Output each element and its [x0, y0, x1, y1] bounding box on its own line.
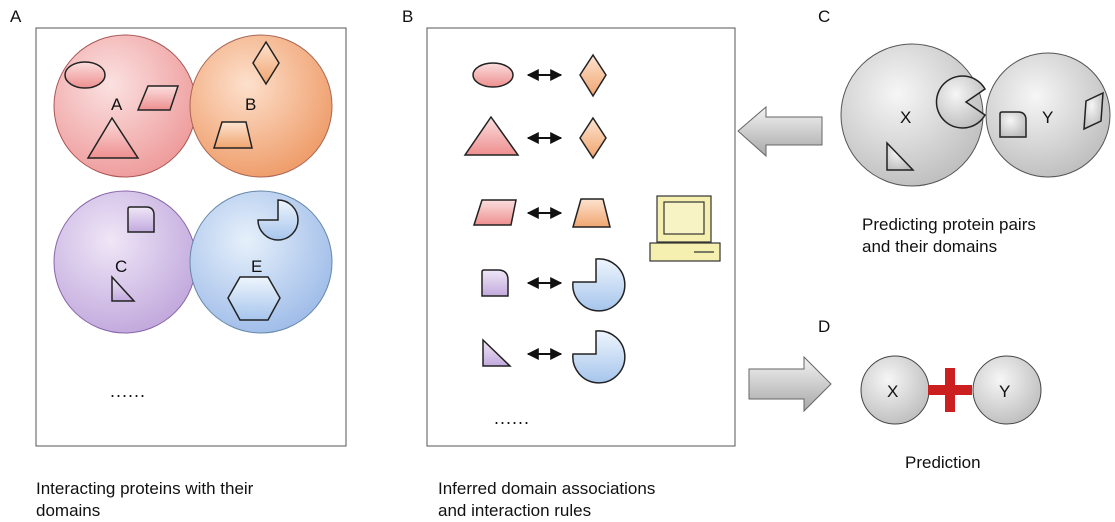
- panel-a-letter: A: [10, 7, 22, 26]
- rule-row-3: [472, 198, 611, 228]
- pacman-domain-icon: [935, 75, 986, 129]
- protein-e: [189, 190, 333, 334]
- protein-b: [189, 34, 333, 178]
- panel-d-caption-line: Prediction: [905, 453, 981, 472]
- panel-c-caption: Predicting protein pairs and their domai…: [862, 214, 1036, 258]
- panel-b-caption-line-2: and interaction rules: [438, 501, 592, 520]
- parallelogram-domain-icon: [1083, 91, 1104, 131]
- protein-a-label: A: [111, 95, 123, 114]
- diamond-domain-icon: [579, 116, 607, 160]
- panel-d-caption: Prediction: [905, 452, 981, 474]
- trapezoid-domain-icon: [212, 121, 253, 149]
- query-protein-y: [985, 52, 1111, 178]
- block-arrow-right-icon: [748, 355, 832, 413]
- plus-icon: [928, 368, 972, 412]
- rule-row-4: [481, 258, 626, 312]
- protein-b-label: B: [245, 95, 256, 114]
- protein-c: [53, 190, 197, 334]
- pacman-domain-icon: [572, 258, 626, 312]
- pacman-domain-icon: [572, 330, 626, 384]
- rounded-square-domain-icon: [999, 111, 1027, 138]
- parallelogram-domain-icon: [136, 85, 180, 111]
- pacman-domain-icon: [257, 199, 299, 241]
- query-protein-y-label: Y: [1042, 108, 1053, 127]
- parallelogram-domain-icon: [472, 199, 517, 226]
- triangle-domain-icon: [86, 116, 140, 159]
- ellipse-domain-icon: [64, 61, 106, 89]
- panel-b-ellipsis: ......: [494, 408, 530, 428]
- right-triangle-domain-icon: [482, 338, 512, 367]
- query-protein-x: [840, 43, 986, 187]
- panel-c-caption-line-1: Predicting protein pairs: [862, 215, 1036, 234]
- query-protein-x-label: X: [900, 108, 911, 127]
- rounded-square-domain-icon: [481, 269, 509, 297]
- prediction-protein-y: [972, 355, 1042, 425]
- panel-a-caption: Interacting proteins with their domains: [36, 478, 253, 522]
- rule-row-5: [482, 330, 626, 384]
- rounded-square-domain-icon: [127, 206, 155, 233]
- rule-row-2: [463, 115, 607, 160]
- panel-b-caption: Inferred domain associations and interac…: [438, 478, 655, 522]
- hexagon-domain-icon: [227, 276, 281, 321]
- computer-icon: [649, 195, 721, 262]
- diamond-domain-icon: [252, 40, 280, 86]
- ellipse-domain-icon: [472, 62, 514, 88]
- block-arrow-left-icon: [737, 105, 823, 158]
- panel-a-ellipsis: ......: [110, 381, 146, 401]
- right-triangle-domain-icon: [886, 141, 915, 171]
- trapezoid-domain-icon: [572, 198, 611, 228]
- rule-row-1: [472, 53, 607, 98]
- panel-d-letter: D: [818, 317, 830, 336]
- panel-b-letter: B: [402, 7, 413, 26]
- protein-a: [53, 34, 197, 178]
- panel-a-caption-line-1: Interacting proteins with their: [36, 479, 254, 498]
- diamond-domain-icon: [579, 53, 607, 98]
- prediction-protein-x-label: X: [887, 382, 898, 401]
- right-triangle-domain-icon: [111, 275, 136, 302]
- panel-c-letter: C: [818, 7, 830, 26]
- panel-b-caption-line-1: Inferred domain associations: [438, 479, 656, 498]
- protein-e-label: E: [251, 257, 262, 276]
- protein-c-label: C: [115, 257, 127, 276]
- prediction-protein-y-label: Y: [999, 382, 1010, 401]
- triangle-domain-icon: [463, 115, 520, 156]
- panel-c-caption-line-2: and their domains: [862, 237, 998, 256]
- panel-a-caption-line-2: domains: [36, 501, 101, 520]
